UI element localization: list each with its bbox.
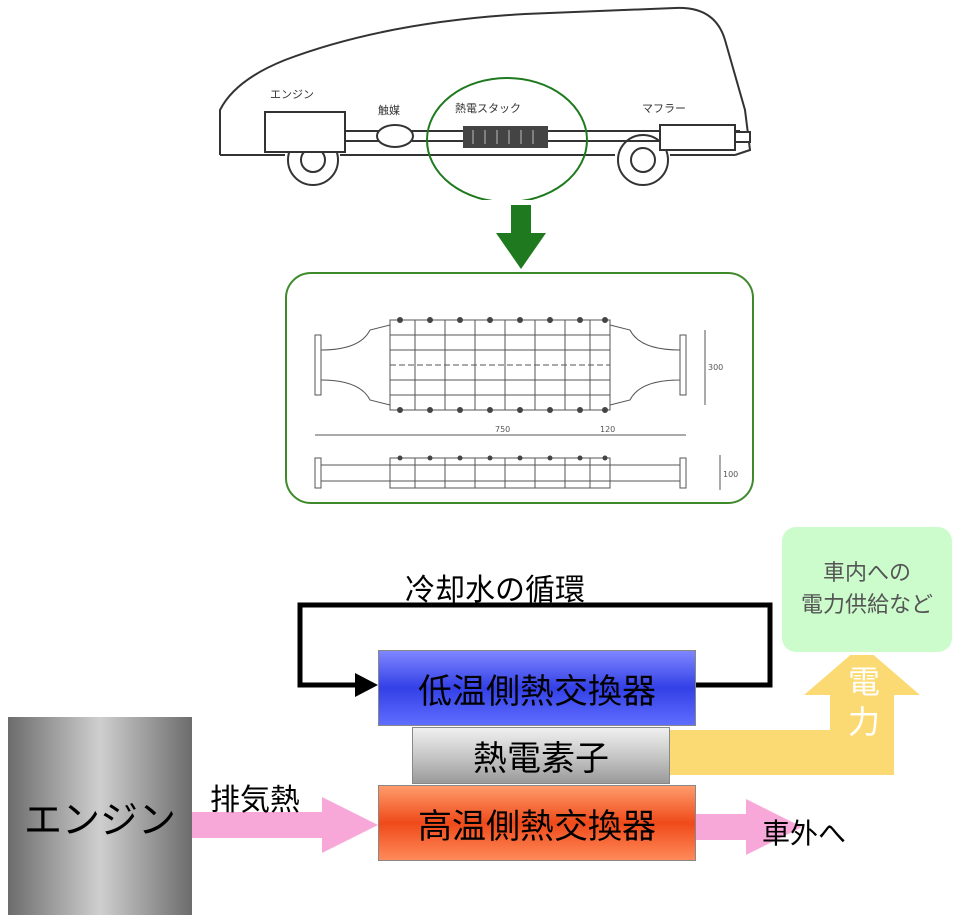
exhaust-heat-label: 排気熱	[210, 783, 300, 818]
power-char-2: 力	[847, 703, 880, 741]
supply-line-1: 車内への	[822, 560, 911, 586]
car-label-stack: 熱電スタック	[455, 102, 521, 115]
high-temp-heat-exchanger: 高温側熱交換器	[378, 785, 696, 861]
car-label-muffler: マフラー	[642, 102, 686, 115]
engine-box: エンジン	[8, 717, 192, 915]
thermoelectric-element: 熱電素子	[412, 727, 670, 784]
cooling-water-label: 冷却水の循環	[405, 573, 585, 608]
rear-wheel	[617, 134, 669, 186]
down-arrow	[496, 205, 546, 269]
power-label: 電 力	[844, 662, 884, 742]
car-body-outline	[219, 6, 752, 156]
stack-highlight-ellipse	[426, 77, 588, 200]
cooling-loop	[297, 602, 773, 697]
catalyst	[376, 124, 414, 148]
low-temp-heat-exchanger: 低温側熱交換器	[378, 650, 696, 726]
car-label-engine: エンジン	[270, 88, 314, 101]
engine-block	[264, 111, 346, 153]
supply-line-2: 電力供給など	[800, 592, 933, 618]
stack-technical-drawing: 750 120 300 100	[314, 317, 738, 490]
dim-width2-label: 120	[600, 425, 615, 434]
power-char-1: 電	[847, 663, 880, 701]
exhaust-heat-arrow	[192, 797, 378, 853]
car-label-catalyst: 触媒	[378, 104, 400, 117]
dim-height-label: 300	[708, 363, 723, 372]
outside-arrow	[696, 799, 802, 855]
car-illustration	[219, 6, 752, 200]
dim-width-label: 750	[495, 425, 510, 434]
power-arrow	[670, 655, 920, 775]
thermoelectric-stack	[463, 126, 548, 148]
muffler	[659, 124, 736, 151]
dim-side-label: 100	[723, 470, 738, 479]
power-supply-note: 車内への 電力供給など	[782, 527, 952, 652]
outside-label: 車外へ	[762, 817, 847, 850]
